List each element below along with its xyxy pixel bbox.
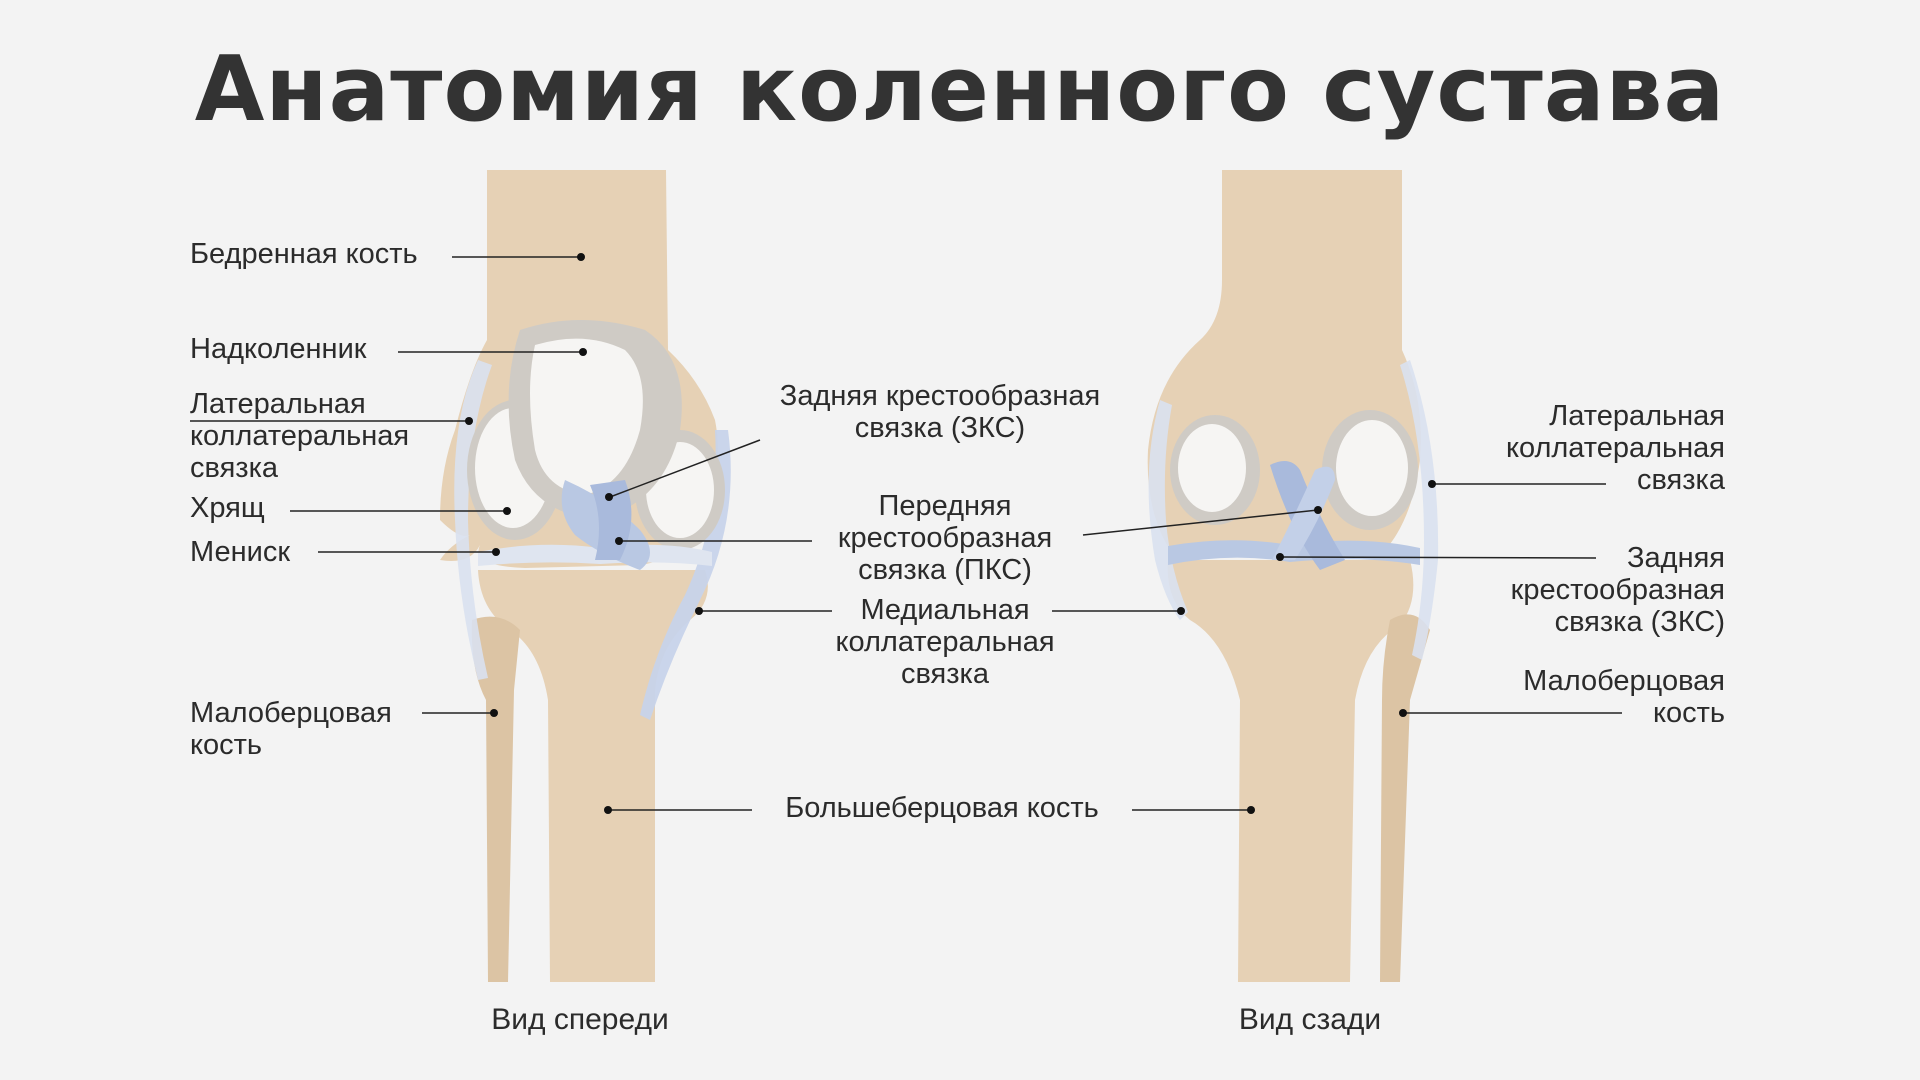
dot-front-acl xyxy=(615,537,623,545)
front-tibia-shape xyxy=(478,570,708,982)
back-knee-illustration xyxy=(1147,170,1439,982)
label-anterior-cruciate: Передняя крестообразная связка (ПКС) xyxy=(837,490,1053,586)
label-back-fibula: Малоберцовая кость xyxy=(1523,665,1725,729)
leader-dots xyxy=(465,253,1436,814)
dot-front-pcl xyxy=(605,493,613,501)
dot-front-tibia xyxy=(604,806,612,814)
caption-front-view: Вид спереди xyxy=(491,1003,669,1036)
label-posterior-cruciate: Задняя крестообразная связка (ЗКС) xyxy=(779,380,1101,444)
front-lcl-shape xyxy=(454,360,492,680)
dot-back-acl xyxy=(1314,506,1322,514)
dot-back-lcl xyxy=(1428,480,1436,488)
label-tibia: Большеберцовая кость xyxy=(785,792,1099,824)
front-fibula-shape xyxy=(471,616,520,982)
leader-front-pcl xyxy=(609,439,761,498)
back-mcl-shape xyxy=(1148,400,1188,620)
dot-back-fibula xyxy=(1399,709,1407,717)
dot-back-mcl xyxy=(1177,607,1185,615)
label-front-femur: Бедренная кость xyxy=(190,238,418,270)
label-front-fibula: Малоберцовая кость xyxy=(190,697,392,761)
back-right-condyle-cartilage xyxy=(1336,420,1408,516)
page-title: Анатомия коленного сустава xyxy=(194,37,1726,142)
leader-back-pcl xyxy=(1279,556,1597,559)
label-front-patella: Надколенник xyxy=(190,333,367,365)
back-tibia-shape xyxy=(1167,560,1414,982)
leader-back-acl xyxy=(1082,509,1319,536)
front-patella-inner xyxy=(530,338,643,495)
label-front-meniscus: Мениск xyxy=(190,536,291,568)
label-back-posterior-cruciate: Задняя крестообразная связка (ЗКС) xyxy=(1510,542,1725,638)
dot-back-tibia xyxy=(1247,806,1255,814)
front-knee-illustration xyxy=(440,170,731,982)
label-front-cartilage: Хрящ xyxy=(190,492,265,524)
front-meniscus-shape xyxy=(478,544,712,566)
dot-front-meniscus xyxy=(492,548,500,556)
dot-front-cartilage xyxy=(503,507,511,515)
front-mcl-shape xyxy=(640,430,731,720)
label-back-lateral-collateral: Латеральная коллатеральная связка xyxy=(1505,400,1725,496)
back-lcl-shape xyxy=(1400,360,1439,660)
caption-back-view: Вид сзади xyxy=(1238,1003,1382,1036)
dot-front-lcl xyxy=(465,417,473,425)
back-fibula-shape xyxy=(1380,614,1430,982)
dot-front-fibula xyxy=(490,709,498,717)
dot-front-femur xyxy=(577,253,585,261)
label-front-lateral-collateral: Латеральная коллатеральная связка xyxy=(190,388,410,484)
dot-front-mcl xyxy=(695,607,703,615)
back-acl-shape xyxy=(1272,466,1335,560)
dot-back-pcl xyxy=(1276,553,1284,561)
leader-lines xyxy=(190,256,1622,811)
label-medial-collateral: Медиальная коллатеральная связка xyxy=(835,594,1055,690)
back-left-condyle-cartilage xyxy=(1178,424,1246,512)
dot-front-patella xyxy=(579,348,587,356)
